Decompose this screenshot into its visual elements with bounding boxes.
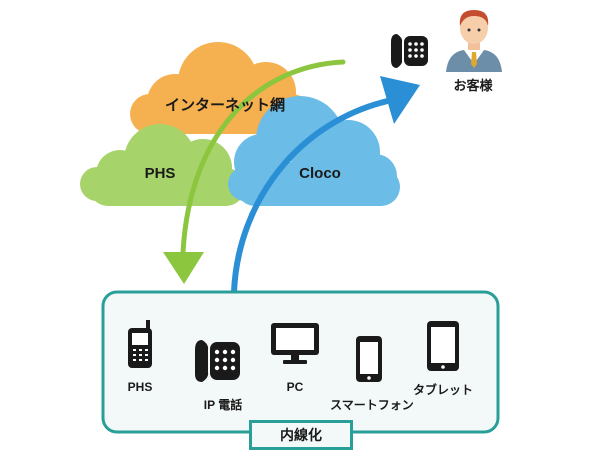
outgoing-call-arrow	[231, 76, 420, 295]
cloco-cloud-label: Cloco	[299, 165, 341, 182]
ip-phone-icon	[195, 340, 240, 382]
device-label-smartphone: スマートフォン	[330, 398, 414, 412]
internet-cloud-label: インターネット網	[164, 97, 285, 114]
customer-label: お客様	[453, 78, 493, 93]
tablet-icon	[427, 321, 459, 371]
device-label-ip-phone: IP 電話	[203, 398, 243, 412]
device-label-tablet: タブレット	[412, 383, 473, 397]
desk-phone-icon	[391, 34, 428, 68]
phs-handset-icon	[128, 320, 152, 368]
cloud-seams	[232, 94, 346, 192]
device-label-pc: PC	[286, 380, 304, 394]
phs-cloud-label: PHS	[144, 165, 176, 182]
device-label-phs: PHS	[127, 380, 153, 394]
smartphone-icon	[356, 336, 382, 382]
businessman-icon	[446, 10, 502, 72]
box-caption: 内線化	[249, 420, 353, 450]
incoming-call-arrow	[163, 59, 346, 284]
monitor-icon	[271, 323, 319, 364]
